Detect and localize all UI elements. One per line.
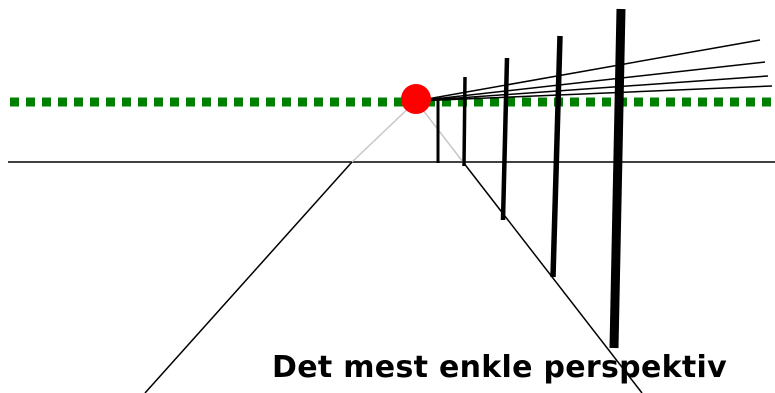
wire-1 xyxy=(415,39,761,102)
vanishing-point xyxy=(401,84,431,114)
wire-2 xyxy=(415,61,766,102)
road-edge-right xyxy=(462,161,643,393)
wire-3 xyxy=(415,75,769,102)
pole-2 xyxy=(462,76,467,167)
pole-5 xyxy=(609,8,626,349)
caption: Det mest enkle perspektiv xyxy=(272,350,727,385)
pole-3 xyxy=(500,57,510,221)
construction-line-left xyxy=(351,100,417,163)
wire-4 xyxy=(415,85,773,102)
road-edge-left xyxy=(144,161,353,393)
pole-4 xyxy=(550,35,563,278)
